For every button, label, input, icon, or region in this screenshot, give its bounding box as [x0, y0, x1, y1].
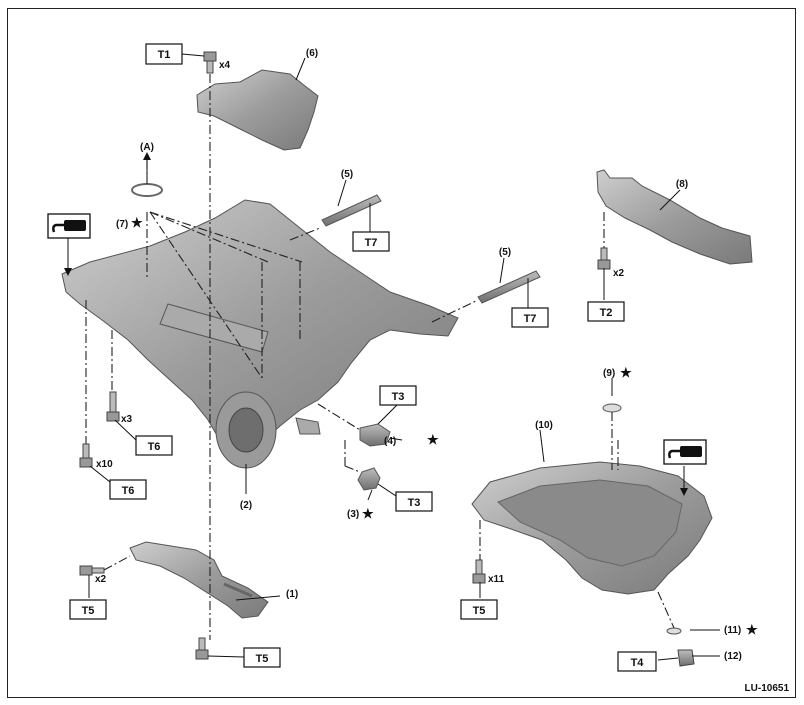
bolt-t5-x11 — [472, 559, 486, 584]
svg-text:T5: T5 — [256, 653, 269, 665]
qty-x2-t2: x2 — [613, 268, 625, 279]
oil-strainer-part — [129, 541, 269, 619]
torque-label-t7-lower: T7 — [511, 307, 549, 328]
figure-id: LU-10651 — [745, 683, 790, 694]
callout-6: (6) — [306, 48, 318, 59]
bolt-t5-x2 — [79, 565, 105, 576]
callout-12: (12) — [724, 651, 742, 662]
sealant-tube-icon — [47, 213, 91, 239]
svg-text:T5: T5 — [473, 605, 486, 617]
strainer-band — [223, 582, 253, 598]
pin-part-lower — [477, 270, 541, 304]
callout-a: (A) — [140, 142, 154, 153]
svg-text:T5: T5 — [82, 605, 95, 617]
replace-star-9: ★ — [620, 365, 632, 380]
o-ring-part — [131, 183, 163, 197]
bolt-t5-bottom — [195, 637, 209, 660]
callout-11: (11) — [724, 625, 741, 636]
replace-star-11: ★ — [746, 622, 758, 637]
svg-text:T3: T3 — [392, 391, 405, 403]
torque-label-t1: T1 — [145, 43, 183, 65]
svg-text:T6: T6 — [122, 485, 135, 497]
torque-label-t4: T4 — [617, 651, 657, 672]
baffle-plate-part — [596, 169, 753, 265]
bolt-t2 — [597, 247, 611, 270]
torque-label-t5-right: T5 — [460, 599, 498, 620]
torque-label-t3-upper: T3 — [379, 385, 417, 406]
torque-label-t5-left: T5 — [69, 599, 107, 620]
pin-part-upper — [321, 194, 382, 227]
replace-star-3: ★ — [362, 506, 374, 521]
diagram-frame — [7, 8, 796, 698]
callout-2: (2) — [240, 500, 252, 511]
callout-9: (9) — [603, 368, 615, 379]
replace-star-7: ★ — [131, 215, 143, 230]
callout-5-lower: (5) — [499, 247, 511, 258]
oil-pump-port — [228, 407, 264, 453]
gasket-part — [666, 627, 682, 635]
callout-4: (4) — [384, 436, 396, 447]
assembly-lines — [85, 74, 675, 640]
qty-x3: x3 — [121, 414, 133, 425]
callout-1: (1) — [286, 589, 298, 600]
qty-x11: x11 — [488, 574, 505, 585]
svg-text:T3: T3 — [408, 497, 421, 509]
callout-5-upper: (5) — [341, 169, 353, 180]
oil-pan-upper-part — [61, 199, 459, 453]
plug-part — [357, 467, 381, 491]
torque-label-t7-upper: T7 — [352, 231, 390, 252]
oil-pan-lower-inner — [497, 479, 683, 567]
callout-3: (3) — [347, 509, 359, 520]
qty-x10: x10 — [96, 459, 113, 470]
svg-text:T2: T2 — [600, 307, 613, 319]
outlet-nipple-part — [295, 417, 321, 435]
bolt-t1 — [203, 51, 217, 74]
torque-label-t6-upper: T6 — [135, 435, 173, 456]
bolt-t6-x10 — [79, 443, 93, 468]
torque-label-t5-bottom: T5 — [243, 647, 281, 668]
svg-text:T6: T6 — [148, 441, 161, 453]
qty-x2-t5: x2 — [95, 574, 107, 585]
svg-text:T4: T4 — [631, 657, 645, 669]
svg-text:T1: T1 — [158, 49, 171, 61]
washer-part — [602, 403, 622, 413]
bolt-t6-x3 — [106, 391, 120, 422]
callout-7: (7) — [116, 219, 128, 230]
sealant-tube-icon — [663, 439, 707, 465]
replace-star-4: ★ — [427, 432, 439, 447]
leader-lines — [64, 53, 720, 661]
qty-x4: x4 — [219, 60, 231, 71]
drain-plug-part — [677, 649, 695, 667]
svg-text:T7: T7 — [365, 237, 378, 249]
torque-label-t3-lower: T3 — [395, 491, 433, 512]
torque-label-t6-lower: T6 — [109, 479, 147, 500]
svg-text:T7: T7 — [524, 313, 537, 325]
callout-8: (8) — [676, 179, 688, 190]
cover-plate-part — [196, 69, 319, 151]
callout-10: (10) — [535, 420, 553, 431]
torque-label-t2: T2 — [587, 301, 625, 322]
